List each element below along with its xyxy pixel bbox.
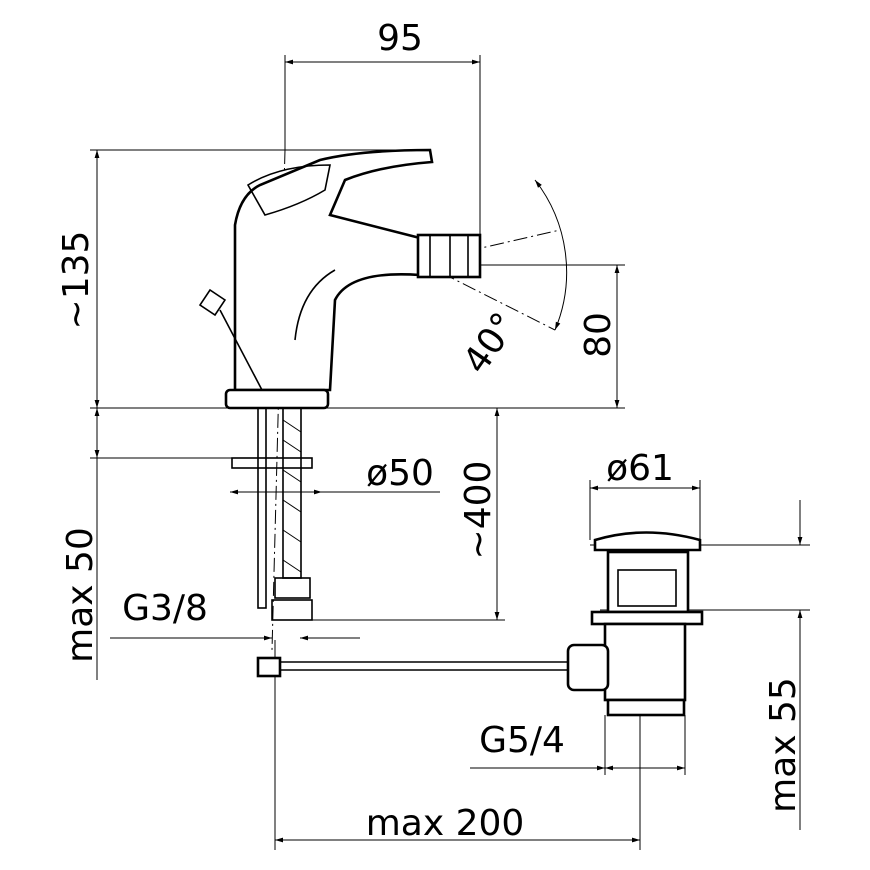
faucet-body (198, 148, 482, 410)
dim-max-50: max 50 (60, 527, 101, 663)
dim-max-200: max 200 (366, 803, 525, 844)
supply-hoses (231, 407, 313, 621)
thread-g5-4: G5/4 (479, 720, 565, 761)
dim-diameter-50: ø50 (366, 453, 434, 494)
dimension-labels: 95 ~135 80 40° ø50 ~400 ø61 max 50 G3/8 … (56, 18, 804, 844)
extension-lines (90, 55, 810, 850)
pop-up-drain (256, 531, 704, 717)
dim-max-55: max 55 (763, 677, 804, 813)
dim-80: 80 (578, 312, 619, 358)
dim-135: ~135 (56, 231, 97, 330)
dim-diameter-61: ø61 (606, 448, 674, 489)
dim-95: 95 (377, 18, 423, 59)
thread-g3-8: G3/8 (122, 588, 208, 629)
dimension-lines (94, 59, 803, 843)
dim-400: ~400 (458, 461, 499, 560)
dim-40-degrees: 40° (455, 306, 525, 382)
